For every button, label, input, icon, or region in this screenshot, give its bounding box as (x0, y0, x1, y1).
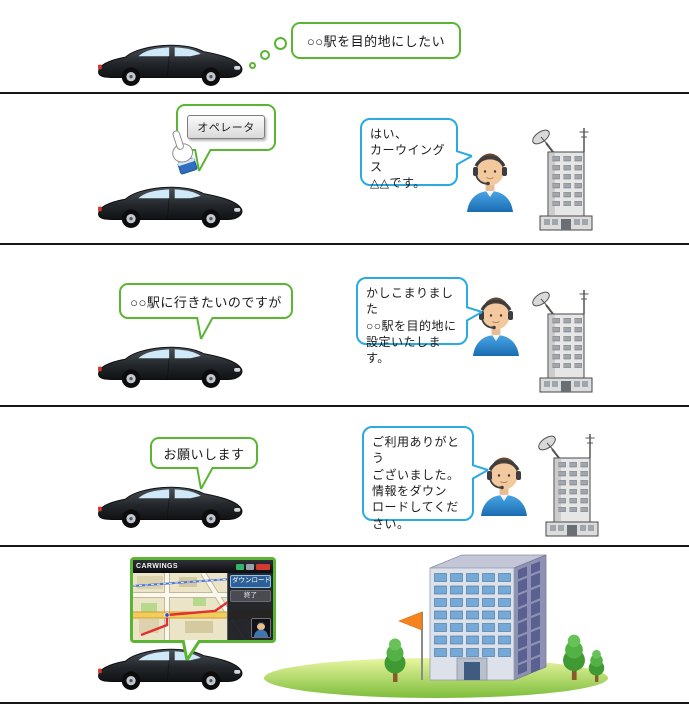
car-illustration (92, 472, 250, 530)
office-campus-illustration (264, 554, 608, 698)
driver-speech-bubble: お願いします (150, 437, 258, 469)
nav-popup: ダウンロード 終了 (227, 573, 273, 640)
clock-icon (246, 563, 254, 570)
nav-statusbar: CARWINGS (133, 560, 273, 573)
nav-screen-tail (182, 640, 202, 661)
separator-line (0, 92, 689, 94)
operator-speech-bubble: かしこまりました ○○駅を目的地に 設定いたします。 (356, 277, 468, 365)
driver-speech-bubble: ○○駅に行きたいのですが (119, 283, 293, 319)
operator-button[interactable]: オペレータ (187, 115, 265, 139)
driver-thought-bubble: ○○駅を目的地にしたい (291, 22, 461, 59)
operator-avatar (466, 292, 526, 356)
separator-line (0, 702, 689, 704)
operator-photo (252, 619, 270, 637)
nav-brand: CARWINGS (136, 563, 178, 570)
bubble-tail (194, 149, 212, 172)
signal-icon (236, 563, 244, 570)
flag-icon (398, 611, 423, 680)
pointer-hand-icon (172, 130, 198, 175)
car-illustration (92, 172, 250, 230)
nav-screen: CARWINGS (130, 557, 276, 643)
download-menu-item[interactable]: ダウンロード (230, 575, 271, 588)
bubble-tail (472, 464, 489, 480)
bubble-tail (456, 150, 473, 166)
separator-line (0, 545, 689, 547)
car-illustration (92, 332, 250, 390)
separator-line (0, 243, 689, 245)
thought-dot (274, 37, 287, 50)
current-location-button-icon (256, 563, 270, 570)
operator-button-bubble: オペレータ (176, 104, 276, 151)
operator-speech-bubble: はい、 カーウイングス △△です。 (360, 118, 458, 190)
telecom-building-icon (526, 126, 604, 232)
operator-avatar (474, 452, 534, 516)
bubble-tail (196, 317, 214, 340)
bubble-tail (466, 306, 483, 322)
office-building (429, 554, 547, 681)
nav-map: ダウンロード 終了 (133, 573, 273, 640)
operator-speech-bubble: ご利用ありがとう ございました。 情報をダウン ロードしてくだ さい。 (362, 426, 474, 531)
bubble-tail (196, 467, 214, 490)
separator-line (0, 405, 689, 407)
car-illustration (92, 30, 250, 88)
telecom-building-icon (526, 288, 604, 394)
end-menu-item[interactable]: 終了 (230, 589, 271, 602)
operator-photo-thumbnail (251, 618, 271, 638)
thought-dot (260, 50, 270, 60)
thought-dot (249, 62, 256, 69)
telecom-building-icon (532, 432, 610, 538)
